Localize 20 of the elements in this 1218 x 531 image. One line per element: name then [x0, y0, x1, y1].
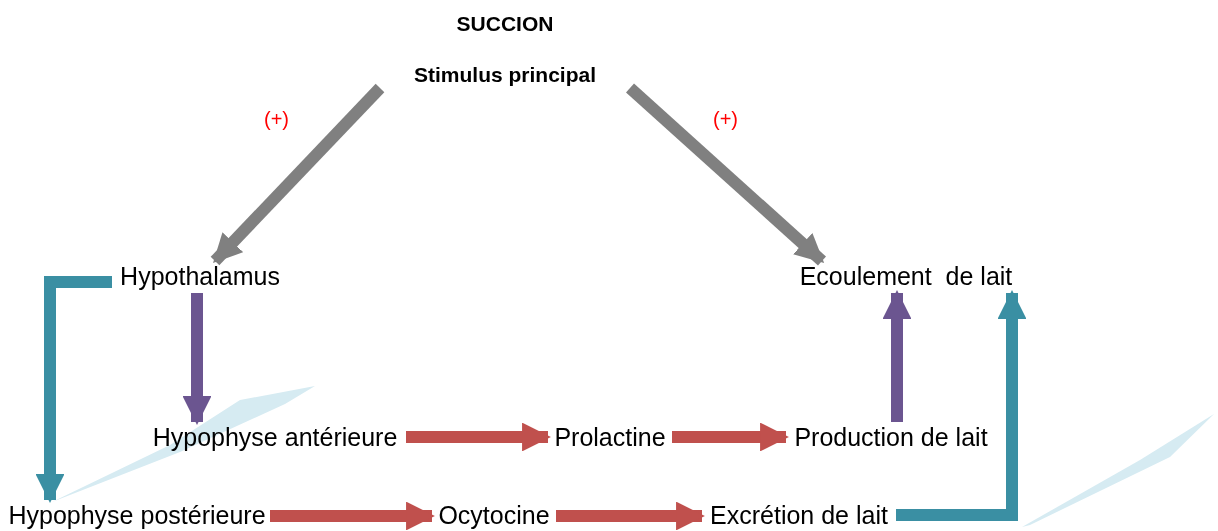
- arrow: [210, 83, 385, 266]
- arrow: [882, 290, 912, 422]
- node-label: Ocytocine: [438, 500, 550, 531]
- node-label: Hypothalamus: [120, 261, 280, 292]
- node-label: Ecoulement de lait: [799, 261, 1013, 292]
- arrow: [672, 422, 789, 452]
- arrow: [270, 501, 435, 531]
- arrow: [182, 293, 212, 425]
- node-label: Hypophyse antérieure: [152, 422, 398, 453]
- node-label: Prolactine: [554, 422, 666, 453]
- arrow: [626, 83, 826, 266]
- arrow: [896, 290, 1027, 521]
- node-label: Production de lait: [794, 422, 988, 453]
- node-label: Excrétion de lait: [710, 500, 888, 531]
- node-label: Stimulus principal: [414, 61, 596, 88]
- arrow: [406, 422, 551, 452]
- arrow: [35, 276, 112, 503]
- node-label: Hypophyse postérieure: [8, 500, 266, 531]
- arrow: [556, 501, 705, 531]
- node-label: SUCCION: [456, 11, 554, 37]
